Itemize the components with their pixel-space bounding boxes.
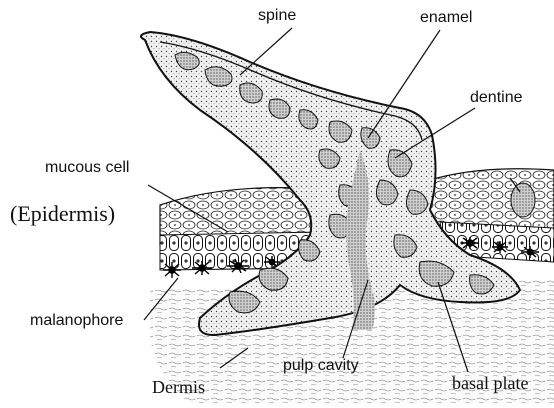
label-basal-plate: basal plate <box>452 374 528 392</box>
label-pulp-cavity: pulp cavity <box>283 358 359 374</box>
label-dentine: dentine <box>470 90 523 106</box>
label-dermis: Dermis <box>152 378 205 396</box>
label-epidermis: (Epidermis) <box>10 203 115 225</box>
label-malanophore: malanophore <box>30 313 123 329</box>
mucous-cell <box>511 183 535 217</box>
label-mucous-cell: mucous cell <box>45 160 129 176</box>
label-spine: spine <box>258 8 296 24</box>
label-enamel: enamel <box>420 10 472 26</box>
